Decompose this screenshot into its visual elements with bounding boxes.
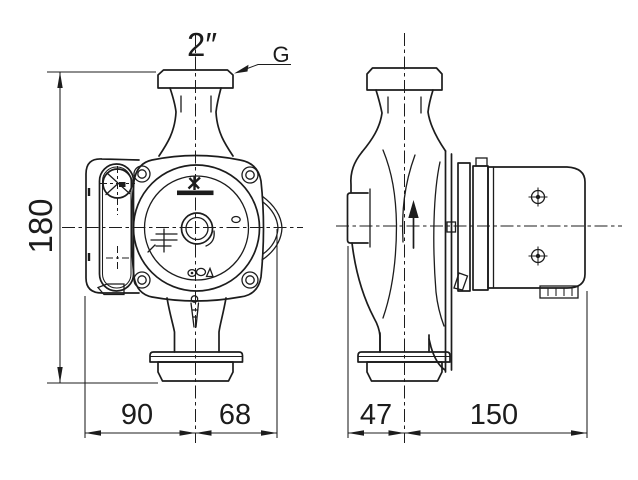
front-volute-bulge-inner bbox=[262, 201, 279, 255]
volute-contour-2 bbox=[401, 154, 416, 243]
knob-centerlines bbox=[100, 166, 135, 215]
terminal-box-outline bbox=[85, 158, 140, 294]
bottom-mark-oval-2 bbox=[195, 267, 207, 277]
stator-front-plate bbox=[472, 165, 489, 291]
vent-symbol-icon bbox=[147, 228, 178, 253]
dim-label-front-left: 90 bbox=[121, 399, 153, 431]
arrow-left-150 bbox=[404, 430, 421, 436]
screw-center bbox=[535, 253, 541, 259]
flange-hook-detail bbox=[446, 221, 457, 233]
clamp-flange-band bbox=[444, 150, 453, 373]
bottom-mark-triangle bbox=[205, 266, 214, 278]
cable-gland-tab bbox=[96, 283, 125, 296]
front-corner-screws bbox=[133, 165, 259, 289]
dim-label-front-right: 68 bbox=[219, 399, 251, 431]
volute-contour-1 bbox=[382, 149, 398, 319]
screw-center bbox=[535, 194, 541, 200]
thread-label: G bbox=[272, 42, 289, 67]
thread-leader-line bbox=[245, 63, 291, 70]
dim-label-side-back: 150 bbox=[470, 399, 518, 431]
terminal-box-cover-inner bbox=[101, 166, 132, 289]
side-flange-tab bbox=[346, 192, 369, 244]
side-upper-neck-right bbox=[427, 89, 447, 152]
front-bottom-union-nut bbox=[157, 361, 234, 382]
front-small-oval-mark bbox=[231, 215, 241, 224]
port-size-label: 2″ bbox=[187, 26, 217, 63]
grundfos-logo-icon bbox=[177, 176, 214, 196]
front-upper-neck-right bbox=[215, 87, 234, 157]
front-bottom-flange-band bbox=[149, 351, 244, 363]
cable-clip-detail bbox=[453, 272, 469, 291]
front-flange-inner-circle bbox=[143, 175, 250, 281]
arrow-right-150 bbox=[571, 430, 587, 436]
pointer-eyelet bbox=[190, 295, 199, 303]
side-bottom-flange-band bbox=[357, 351, 451, 363]
front-shaft-boss-outer bbox=[180, 212, 214, 245]
arrow-right-68 bbox=[261, 430, 277, 436]
terminal-box-cover bbox=[98, 163, 135, 292]
arrow-left-68 bbox=[195, 430, 212, 436]
screw-hole-top-left bbox=[133, 165, 151, 183]
volute-left-lower bbox=[351, 242, 381, 353]
screw-hole-top-left-inner bbox=[137, 169, 147, 179]
side-neck-thread-ticks bbox=[387, 96, 422, 114]
terminal-box bbox=[85, 158, 140, 296]
arrow-right-90 bbox=[179, 430, 196, 436]
logo-wordmark-bar bbox=[177, 190, 214, 196]
dim-label-height: 180 bbox=[22, 198, 59, 253]
front-view bbox=[85, 69, 283, 382]
screw-hole-top-right-inner bbox=[245, 170, 255, 180]
volute-contour-3 bbox=[433, 161, 445, 327]
screw-hole-bottom-right bbox=[241, 271, 259, 289]
bottom-mark-dot bbox=[190, 271, 194, 275]
side-top-union-nut bbox=[366, 67, 443, 91]
dimension-annotations: 180 90 68 47 150 2″ G bbox=[22, 26, 588, 438]
flow-arrow-head bbox=[408, 200, 419, 218]
front-nameplate-pointer bbox=[190, 295, 200, 328]
side-bottom-union-nut bbox=[366, 361, 443, 382]
front-bottom-marks bbox=[187, 266, 214, 278]
screw-hole-bottom-left bbox=[133, 271, 151, 289]
dim-label-side-front: 47 bbox=[360, 399, 392, 431]
front-lower-neck-left bbox=[166, 297, 176, 353]
screw-hole-bottom-left-inner bbox=[137, 275, 147, 285]
front-top-union-nut bbox=[157, 69, 234, 89]
front-shaft-boss-inner bbox=[185, 216, 209, 241]
arrow-up bbox=[57, 72, 63, 88]
arrow-down bbox=[57, 367, 63, 383]
arrow-left-47 bbox=[348, 430, 364, 436]
volute-bottom-right bbox=[428, 338, 446, 371]
logo-mark-glyph bbox=[187, 176, 201, 190]
front-upper-neck-left bbox=[158, 87, 177, 157]
arrow-right-47 bbox=[388, 430, 405, 436]
flow-direction-up-arrow-icon bbox=[408, 200, 419, 249]
motor-cover-screw-bottom bbox=[528, 246, 548, 266]
front-volute-bulge-outer bbox=[261, 195, 283, 261]
terminal-connector-block bbox=[539, 285, 579, 299]
arrow-left-90 bbox=[85, 430, 101, 436]
side-upper-neck-left bbox=[361, 89, 383, 153]
volute-left-upper bbox=[350, 151, 363, 193]
connector-pins bbox=[547, 288, 573, 296]
front-boss-swirl-arc bbox=[205, 230, 215, 247]
connector-body bbox=[539, 285, 579, 299]
pointer-tail bbox=[190, 302, 200, 328]
side-view bbox=[346, 67, 586, 382]
front-neck-thread-ticks bbox=[180, 95, 212, 113]
intermediate-plate bbox=[457, 162, 471, 292]
motor-housing bbox=[487, 166, 586, 289]
thread-leader-arrow bbox=[234, 64, 249, 74]
front-lower-neck-right bbox=[218, 297, 227, 353]
knob-pointer-dot bbox=[119, 182, 126, 187]
motor-cover-screw-top bbox=[528, 187, 548, 207]
screw-hole-bottom-right-inner bbox=[245, 275, 255, 285]
screw-hole-top-right bbox=[241, 166, 259, 184]
vent-symbol-lines bbox=[147, 228, 178, 253]
front-housing-outline bbox=[130, 154, 265, 302]
lower-center-mark bbox=[106, 246, 129, 270]
plate-top-notch bbox=[475, 157, 488, 167]
